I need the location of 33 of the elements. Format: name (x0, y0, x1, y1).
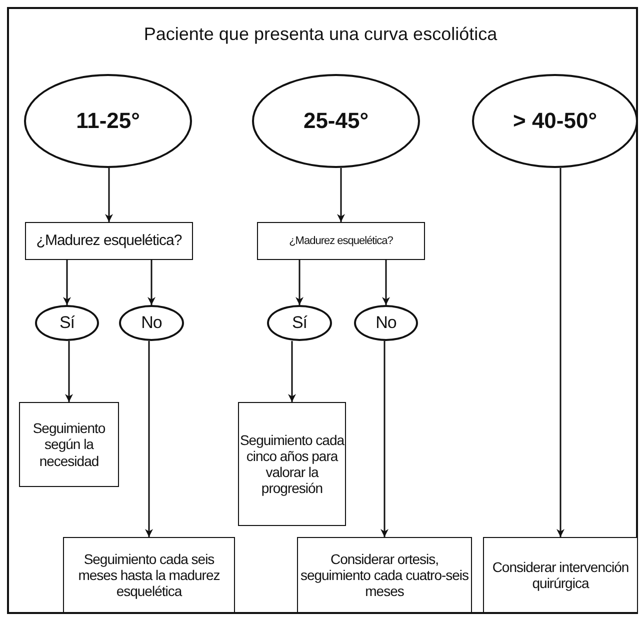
process-box (238, 402, 346, 526)
process-box (257, 222, 425, 260)
arrow (337, 168, 345, 222)
node-text: Considerar intervención quirúrgica (491, 558, 630, 592)
arrow (145, 341, 153, 537)
arrow (105, 168, 113, 222)
node-text: 11-25° (76, 108, 140, 134)
node-text: Seguimiento cada cinco años para valorar la progresión (239, 432, 345, 496)
process-box (483, 537, 638, 613)
arrow (63, 260, 71, 305)
arrow (65, 341, 73, 402)
arrow (296, 260, 304, 305)
process-box (19, 402, 119, 487)
process-box (63, 537, 235, 613)
arrow (148, 260, 156, 305)
node-text: Sí (59, 313, 75, 333)
node-text: No (376, 313, 396, 333)
process-box (297, 537, 472, 613)
node-text: Seguimiento cada seis meses hasta la madurez esquelética (77, 550, 221, 600)
node-text: No (141, 313, 162, 333)
node-text: ¿Madurez esquelética? (289, 234, 393, 248)
node-text: Sí (292, 313, 308, 333)
arrow (556, 168, 564, 537)
node-text: Considerar ortesis, seguimiento cada cuatro-seis meses (299, 550, 470, 600)
arrow (380, 341, 388, 537)
arrow (382, 260, 390, 305)
process-box (25, 222, 193, 260)
node-text: Seguimiento según la necesidad (32, 420, 106, 469)
node-text: ¿Madurez esquelética? (36, 232, 182, 250)
diagram-title: Paciente que presenta una curva escoliótica (142, 24, 498, 45)
node-text: > 40-50° (512, 108, 598, 134)
node-text: 25-45° (303, 108, 369, 134)
arrow (288, 341, 296, 402)
